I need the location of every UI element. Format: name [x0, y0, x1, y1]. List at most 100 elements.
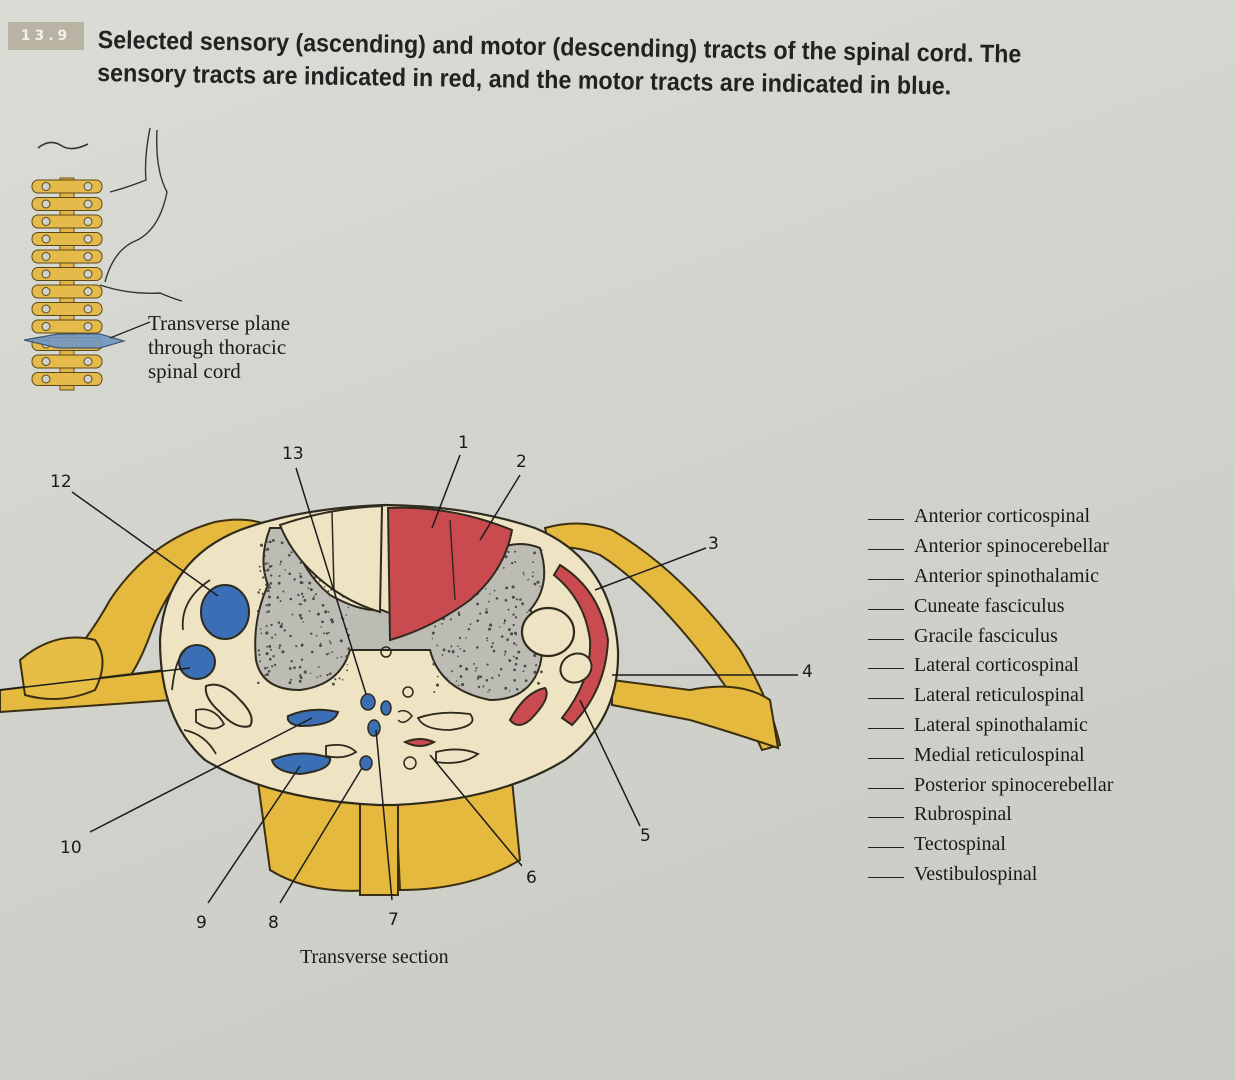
vertebra-foramen	[83, 182, 93, 191]
stipple-dot	[280, 623, 283, 625]
stipple-dot	[431, 637, 434, 640]
stipple-dot	[327, 611, 330, 613]
answer-blank[interactable]	[868, 757, 904, 759]
stipple-dot	[259, 660, 262, 663]
stipple-dot	[507, 550, 510, 554]
stipple-dot	[308, 581, 312, 585]
legend-item: Anterior spinocerebellar	[868, 532, 1113, 562]
stipple-dot	[308, 610, 311, 612]
stipple-dot	[256, 609, 260, 613]
stipple-dot	[265, 652, 269, 656]
answer-blank[interactable]	[868, 817, 904, 819]
vertebra-foramen	[41, 304, 51, 314]
legend-item-label: Vestibulospinal	[914, 862, 1038, 885]
motor-tract-medial-reticulospinal	[367, 719, 381, 737]
stipple-dot	[299, 665, 302, 668]
stipple-dot	[318, 643, 323, 648]
motor-tract-lateral-reticulospinal	[286, 708, 340, 728]
stipple-dot	[334, 678, 337, 681]
answer-blank[interactable]	[868, 698, 904, 700]
stipple-dot	[533, 653, 537, 658]
answer-blank[interactable]	[868, 787, 904, 789]
vertebra	[31, 232, 103, 246]
stipple-dot	[488, 627, 491, 631]
stipple-dot	[459, 637, 462, 640]
answer-blank[interactable]	[868, 608, 904, 610]
answer-blank[interactable]	[868, 727, 904, 729]
stipple-dot	[503, 622, 506, 625]
stipple-dot	[257, 591, 260, 594]
stipple-dot	[265, 673, 269, 676]
stipple-dot	[514, 662, 518, 666]
stipple-dot	[302, 582, 304, 584]
stipple-dot	[279, 563, 282, 566]
stipple-dot	[330, 618, 334, 622]
stipple-dot	[309, 672, 312, 675]
stipple-dot	[331, 651, 334, 654]
stipple-dot	[258, 653, 261, 656]
stipple-dot	[297, 593, 300, 597]
answer-blank[interactable]	[868, 668, 904, 670]
stipple-dot	[504, 686, 508, 690]
stipple-dot	[493, 589, 496, 592]
legend-item-label: Rubrospinal	[914, 803, 1012, 826]
stipple-dot	[279, 560, 283, 563]
stipple-dot	[287, 553, 291, 557]
stipple-dot	[327, 631, 330, 634]
stipple-dot	[265, 569, 267, 572]
label-number-5: 5	[640, 826, 651, 846]
stipple-dot	[512, 655, 515, 658]
legend-item: Lateral reticulospinal	[868, 681, 1113, 711]
vertebra	[31, 179, 103, 194]
answer-blank[interactable]	[868, 549, 904, 551]
stipple-dot	[299, 575, 303, 579]
stipple-dot	[485, 678, 489, 682]
left-ganglion	[18, 636, 104, 700]
stipple-dot	[315, 634, 318, 637]
answer-blank[interactable]	[868, 519, 904, 521]
label-number-10: 10	[60, 838, 82, 858]
stipple-dot	[436, 644, 439, 647]
stipple-dot	[512, 623, 515, 627]
stipple-dot	[515, 688, 519, 691]
stipple-dot	[284, 569, 286, 571]
stipple-dot	[264, 674, 267, 677]
stipple-dot	[511, 595, 515, 599]
stipple-dot	[267, 610, 270, 613]
stipple-dot	[506, 638, 509, 642]
stipple-dot	[489, 623, 493, 627]
stipple-dot	[500, 635, 504, 638]
stipple-dot	[457, 684, 460, 687]
legend-item: Medial reticulospinal	[868, 740, 1113, 770]
answer-blank[interactable]	[868, 578, 904, 580]
answer-blank[interactable]	[868, 876, 904, 878]
stipple-dot	[479, 612, 482, 615]
stipple-dot	[266, 568, 270, 572]
stipple-dot	[263, 667, 267, 670]
legend-item: Anterior spinothalamic	[868, 562, 1113, 592]
stipple-dot	[512, 613, 515, 616]
stipple-dot	[477, 675, 481, 678]
answer-blank[interactable]	[868, 847, 904, 849]
stipple-dot	[507, 608, 510, 611]
vertebra-foramen	[41, 287, 51, 296]
stipple-dot	[321, 604, 325, 607]
vertebra-foramen	[41, 374, 51, 384]
stipple-dot	[278, 574, 281, 578]
stipple-dot	[435, 683, 440, 687]
stipple-dot	[264, 549, 267, 551]
stipple-dot	[504, 651, 507, 654]
answer-blank[interactable]	[868, 638, 904, 640]
stipple-dot	[279, 600, 282, 603]
stipple-dot	[277, 581, 281, 585]
stipple-dot	[345, 614, 348, 616]
stipple-dot	[278, 647, 281, 649]
plane-label-line-1: Transverse plane	[148, 311, 291, 335]
stipple-dot	[319, 642, 322, 645]
stipple-dot	[485, 608, 488, 611]
stipple-dot	[499, 668, 503, 671]
stipple-dot	[533, 551, 536, 555]
stipple-dot	[319, 674, 322, 677]
stipple-dot	[261, 592, 264, 596]
stipple-dot	[492, 649, 496, 653]
